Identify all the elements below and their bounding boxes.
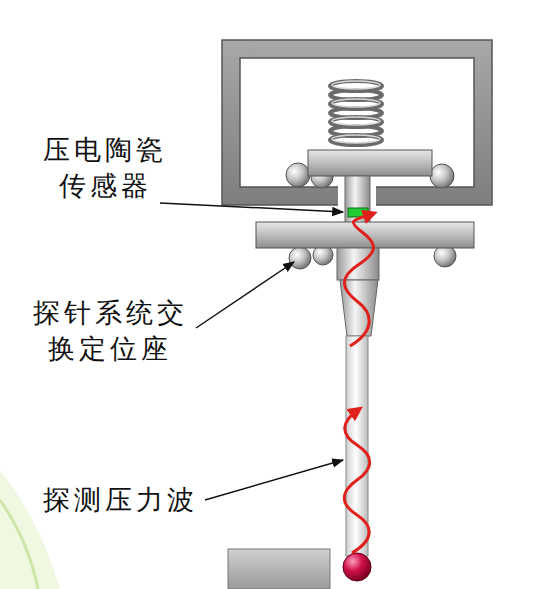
ball (289, 247, 311, 269)
upper-plate (308, 150, 432, 176)
ball (286, 163, 310, 187)
workpiece (228, 549, 330, 589)
spring-highlight (332, 81, 380, 143)
spring (330, 81, 382, 145)
pressure-wave (344, 410, 370, 553)
pressure-wave (344, 214, 373, 346)
leader-line (160, 203, 343, 212)
callout-label: 探测压力波 (25, 482, 215, 518)
callout-label: 探针系统交 换定位座 (15, 295, 205, 368)
ball (430, 164, 454, 188)
leader-line (196, 262, 294, 328)
decor-curve (0, 500, 38, 589)
leader-line (205, 460, 343, 500)
ruby-ball (343, 553, 371, 581)
callout-label: 压电陶瓷 传感器 (30, 132, 180, 205)
